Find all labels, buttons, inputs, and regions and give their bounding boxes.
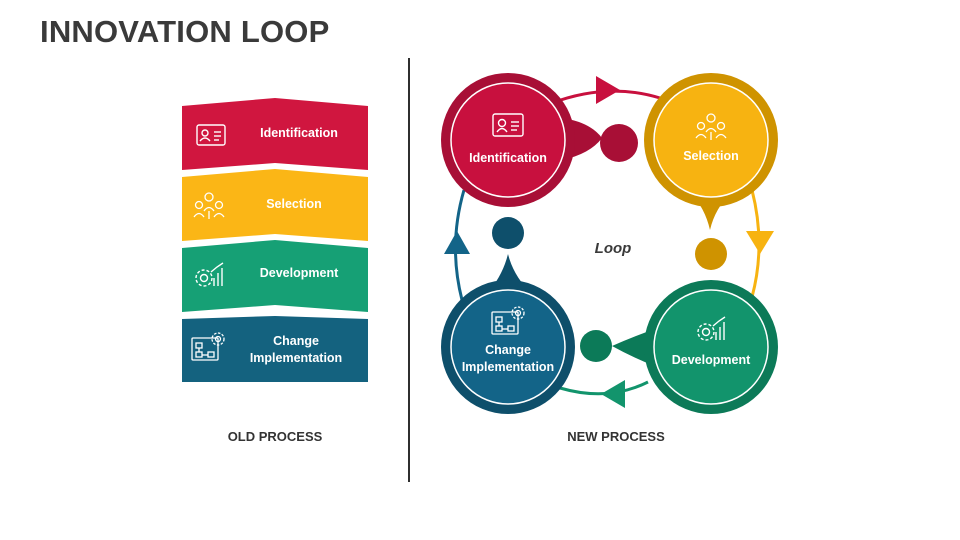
old-process-step-selection: Selection (182, 169, 368, 241)
page-title: INNOVATION LOOP (40, 14, 330, 49)
old-process-step-development: Development (182, 240, 368, 312)
gear-chart-icon (697, 316, 726, 341)
banner-shape (182, 316, 368, 382)
node-label-line2: Implementation (462, 360, 554, 374)
old-process-step-identification: Identification (182, 98, 368, 170)
loop-node-identification: Identification (441, 73, 575, 207)
arrow-down-icon (746, 231, 774, 254)
loop-node-development: Development (644, 280, 778, 414)
id-card-icon (196, 124, 226, 146)
arrow-up-icon (444, 231, 470, 254)
loop-node-selection: Selection (644, 73, 778, 207)
loop-center-label: Loop (595, 240, 632, 257)
node-label: Development (672, 353, 751, 367)
arc-bottom (559, 380, 649, 396)
old-step-label: Identification (260, 126, 338, 140)
banner-shape (182, 98, 368, 170)
blueprint-gear-icon (491, 306, 525, 335)
node-label: Identification (469, 151, 547, 165)
connector-development (580, 330, 652, 365)
banner-shape (182, 240, 368, 312)
arrow-right-icon (596, 76, 620, 104)
loop-node-change-implementation: Change Implementation (441, 280, 575, 414)
node-label-line1: Change (485, 343, 531, 357)
banner-shape (182, 169, 368, 241)
blueprint-gear-icon (191, 332, 225, 361)
connector-change-implementation (490, 217, 528, 290)
old-step-label: Selection (266, 197, 322, 211)
id-card-icon (492, 113, 524, 137)
people-selection-icon (193, 192, 225, 219)
new-process-label: NEW PROCESS (567, 429, 665, 444)
people-selection-icon (695, 113, 727, 140)
section-divider (408, 58, 410, 482)
old-step-label: Development (260, 266, 339, 280)
gear-chart-icon (195, 262, 224, 287)
old-process-label: OLD PROCESS (227, 429, 323, 444)
node-label: Selection (683, 149, 739, 163)
old-step-label-line1: Change (273, 334, 319, 348)
arrow-left-icon (601, 380, 625, 408)
old-process-step-change-implementation: Change Implementation (182, 316, 368, 382)
old-step-label-line2: Implementation (250, 351, 342, 365)
